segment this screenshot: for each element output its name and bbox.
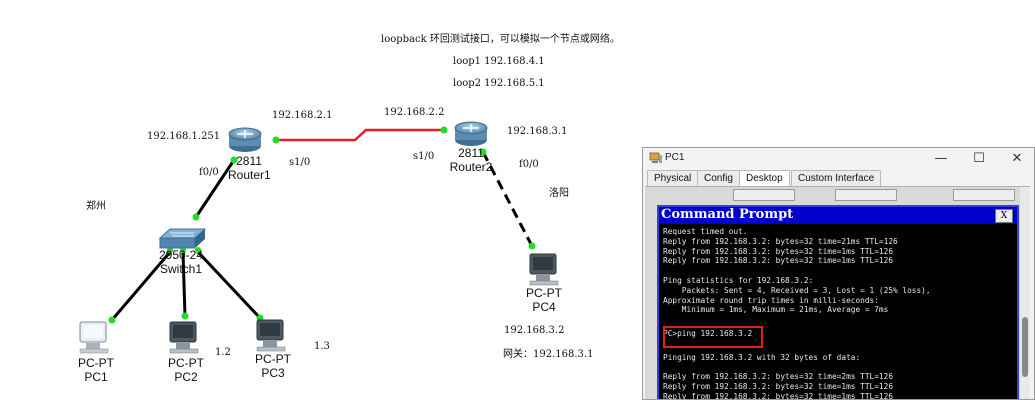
loop2-label: loop2 192.168.5.1 (453, 78, 545, 89)
pc4-name: PC4 (532, 300, 556, 314)
pc1-window[interactable]: PC1 — ☐ ✕ Physical Config Desktop Custom… (642, 147, 1035, 400)
close-button[interactable]: ✕ (1011, 151, 1023, 166)
topology-canvas[interactable] (0, 0, 640, 400)
maximize-button[interactable]: ☐ (973, 151, 985, 166)
r1-wan-ip: 192.168.2.1 (272, 110, 333, 121)
terminal-line (663, 315, 1001, 325)
r1-fe-port: f0/0 (199, 167, 219, 178)
command-prompt-window[interactable]: Command Prompt X Request timed out.Reply… (657, 205, 1019, 399)
pc2-model: PC-PT (168, 356, 204, 370)
command-prompt-title: Command Prompt (661, 207, 794, 222)
pc4-icon[interactable] (529, 253, 559, 286)
site-luoyang: 洛阳 (549, 188, 569, 199)
pc3-ip: 1.3 (314, 341, 330, 352)
router1-model: 2811 (236, 154, 262, 168)
pc1-icon[interactable] (79, 321, 109, 354)
tab-desktop[interactable]: Desktop (739, 170, 790, 187)
r2-wan-ip: 192.168.2.2 (384, 107, 445, 118)
highlight-box (663, 325, 763, 348)
pc4-ip: 192.168.3.2 (504, 325, 565, 336)
ping-command-text: PC>ping 192.168.3.2 (663, 328, 753, 338)
switch1-label: 2950-24 Switch1 (154, 248, 208, 276)
tab-custom-interface[interactable]: Custom Interface (791, 170, 882, 186)
pc3-icon[interactable] (256, 319, 286, 352)
link-switch-pc2[interactable] (181, 251, 187, 317)
r1-lan-ip: 192.168.1.251 (147, 131, 221, 142)
desktop-area: Command Prompt X Request timed out.Reply… (645, 186, 1030, 399)
pc4-label: PC-PT PC4 (522, 286, 566, 314)
switch1-icon[interactable] (158, 228, 207, 249)
terminal-line: Request timed out. (663, 227, 748, 236)
terminal-line: Pinging 192.168.3.2 with 32 bytes of dat… (663, 352, 861, 362)
r1-serial-port: s1/0 (289, 157, 311, 168)
pc1-model: PC-PT (78, 356, 114, 370)
serial-link-router1-router2[interactable] (276, 128, 444, 142)
terminal-line: Reply from 192.168.3.2: bytes=32 time=21… (663, 236, 898, 246)
r2-serial-port: s1/0 (413, 151, 435, 162)
pc1-name: PC1 (84, 370, 108, 384)
loop1-label: loop1 192.168.4.1 (453, 56, 545, 67)
window-tabs: Physical Config Desktop Custom Interface (645, 170, 1034, 187)
tab-physical[interactable]: Physical (647, 170, 699, 186)
terminal-line: Approximate round trip times in milli-se… (663, 295, 879, 305)
minimize-button[interactable]: — (934, 151, 948, 166)
terminal-line: Minimum = 1ms, Maximum = 21ms, Average =… (663, 305, 889, 315)
desktop-scrollbar[interactable] (1020, 187, 1030, 399)
terminal-line: Reply from 192.168.3.2: bytes=32 time=2m… (663, 372, 894, 382)
router2-name: Router2 (449, 160, 493, 174)
switch1-model: 2950-24 (158, 248, 204, 262)
terminal-output[interactable]: Request timed out.Reply from 192.168.3.2… (663, 227, 1001, 399)
link-switch-pc3[interactable] (196, 250, 262, 320)
scrollbar-thumb[interactable] (1022, 317, 1028, 377)
pc4-model: PC-PT (526, 286, 562, 300)
pc1-label: PC-PT PC1 (74, 356, 118, 384)
terminal-line: PC>ping 192.168.3.2 (663, 325, 1001, 348)
pc2-ip: 1.2 (215, 347, 231, 358)
terminal-line: Reply from 192.168.3.2: bytes=32 time=1m… (663, 381, 894, 391)
router2-icon[interactable] (454, 121, 488, 146)
pc-app-icon (649, 152, 662, 163)
switch1-name: Switch1 (159, 262, 203, 276)
r2-lan-ip: 192.168.3.1 (507, 126, 568, 137)
router2-label: 2811 Router2 (446, 146, 496, 174)
pc2-name: PC2 (174, 370, 198, 384)
command-prompt-titlebar: Command Prompt X (659, 207, 1017, 224)
window-titlebar[interactable]: PC1 — ☐ ✕ (643, 148, 1034, 170)
pc3-name: PC3 (261, 366, 285, 380)
link-switch-pc1[interactable] (110, 251, 172, 321)
router1-label: 2811 Router1 (228, 154, 271, 182)
desktop-app-icons (725, 189, 1030, 201)
pc3-label: PC-PT PC3 (251, 352, 295, 380)
terminal-line: Reply from 192.168.3.2: bytes=32 time=1m… (663, 246, 894, 256)
router2-model: 2811 (458, 146, 484, 160)
site-zhengzhou: 郑州 (86, 201, 106, 212)
terminal-line: Ping statistics for 192.168.3.2: (663, 275, 814, 285)
pc4-gateway: 网关：192.168.3.1 (503, 349, 594, 360)
terminal-line (663, 362, 1001, 372)
pc3-model: PC-PT (255, 352, 291, 366)
terminal-line: Reply from 192.168.3.2: bytes=32 time=1m… (663, 256, 894, 266)
router1-icon[interactable] (228, 127, 262, 152)
terminal-line: Reply from 192.168.3.2: bytes=32 time=1m… (663, 391, 894, 399)
router1-name: Router1 (228, 168, 271, 182)
tab-config[interactable]: Config (697, 170, 740, 186)
pc2-label: PC-PT PC2 (164, 356, 208, 384)
window-title: PC1 (665, 152, 685, 163)
terminal-line (663, 266, 1001, 276)
terminal-line: Packets: Sent = 4, Received = 3, Lost = … (663, 285, 931, 295)
r2-fe-port: f0/0 (519, 159, 539, 170)
link-switch-router1[interactable] (194, 159, 236, 218)
loopback-note: loopback 环回测试接口，可以模拟一个节点或网络。 (381, 34, 620, 45)
link-router2-pc4[interactable] (481, 151, 534, 247)
command-prompt-close-button[interactable]: X (995, 209, 1013, 223)
pc2-icon[interactable] (169, 321, 199, 354)
